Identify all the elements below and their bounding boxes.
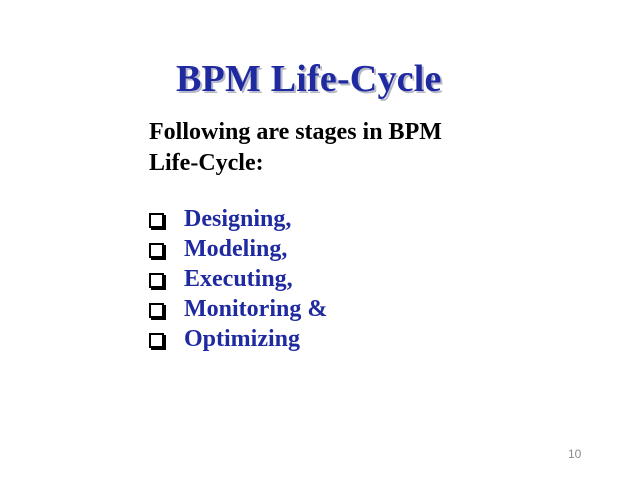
stage-list: Designing, Modeling, Executing, Monitori… — [149, 204, 327, 354]
stage-label: Modeling, — [184, 235, 288, 262]
stage-item-monitoring: Monitoring & — [149, 294, 327, 324]
checkbox-icon — [149, 242, 164, 258]
stage-item-designing: Designing, — [149, 204, 327, 234]
stage-item-executing: Executing, — [149, 264, 327, 294]
checkbox-icon — [149, 302, 164, 318]
checkbox-icon — [149, 272, 164, 288]
intro-line: Life-Cycle: — [149, 150, 264, 176]
page-number: 10 — [568, 447, 582, 461]
slide-title: BPM Life-Cycle — [176, 58, 442, 100]
intro-line: Following are stages in BPM — [149, 119, 442, 145]
stage-label: Monitoring & — [184, 295, 328, 322]
stage-item-modeling: Modeling, — [149, 234, 327, 264]
stage-label: Executing, — [184, 265, 293, 292]
stage-item-optimizing: Optimizing — [149, 324, 327, 354]
intro-text: Following are stages in BPM Life-Cycle: — [149, 117, 549, 179]
checkbox-icon — [149, 212, 164, 228]
checkbox-icon — [149, 332, 164, 348]
stage-label: Optimizing — [184, 325, 301, 352]
stage-label: Designing, — [184, 205, 292, 232]
